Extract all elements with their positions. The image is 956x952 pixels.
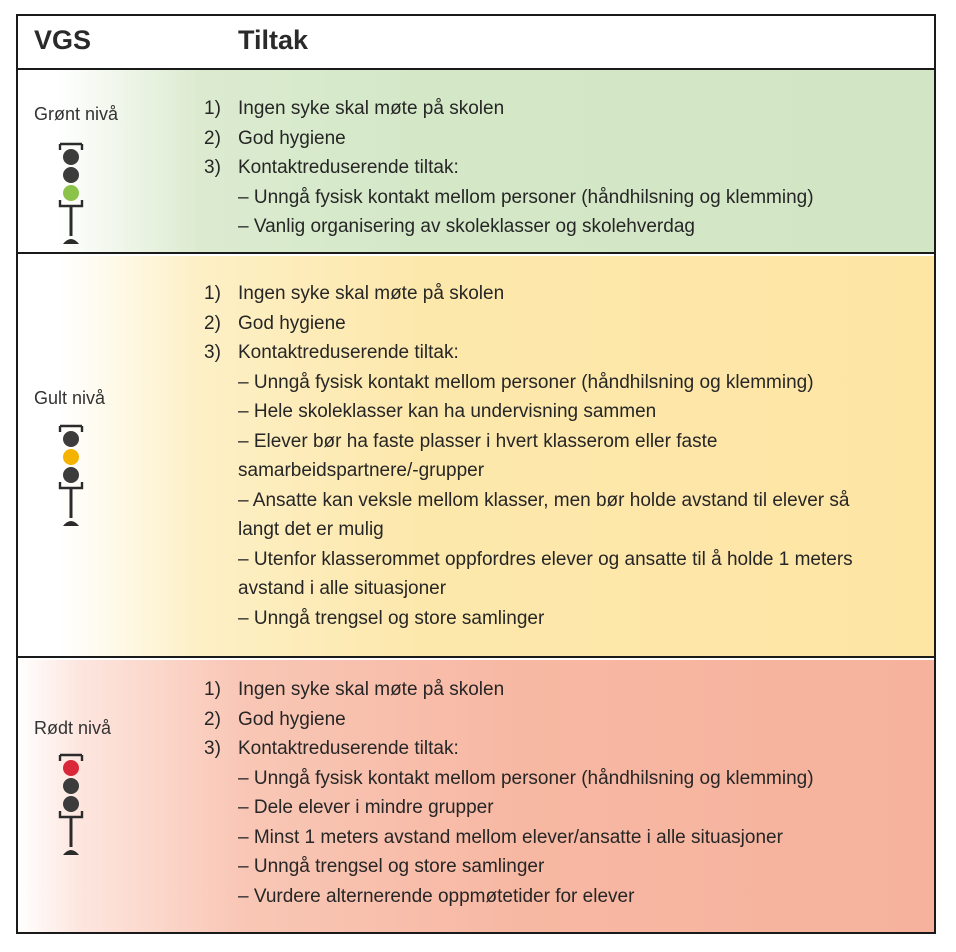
sub-item: – Elever bør ha faste plasser i hvert kl…	[238, 430, 718, 482]
list-item: 1)Ingen syke skal møte på skolen	[204, 283, 505, 304]
level-label-green: Grønt nivå	[34, 104, 119, 124]
level-label-yellow: Gult nivå	[34, 388, 106, 408]
row-yellow-level: Gult nivå 1)Ingen syke skal møte på skol…	[18, 256, 934, 658]
sub-item: – Vanlig organisering av skoleklasser og…	[238, 216, 695, 237]
traffic-light-yellow-icon	[58, 424, 84, 528]
light-bottom	[63, 467, 79, 483]
light-top	[63, 149, 79, 165]
table-header: VGS Tiltak	[18, 16, 934, 70]
sub-item: – Unngå trengsel og store samlinger	[238, 607, 545, 629]
row-green-level: Grønt nivå 1)Ingen syke skal møte på sko…	[18, 70, 934, 254]
list-item: 1)Ingen syke skal møte på skolen	[204, 679, 505, 700]
list-item: 2)God hygiene	[204, 708, 346, 730]
list-item: 3)Kontaktreduserende tiltak:	[204, 342, 459, 363]
sub-item: – Vurdere alternerende oppmøtetider for …	[238, 885, 635, 907]
measures-list-green: 1)Ingen syke skal møte på skolen 2)God h…	[204, 94, 814, 242]
light-middle-active	[63, 449, 79, 465]
list-item: 2)God hygiene	[204, 312, 346, 334]
sub-item: – Utenfor klasserommet oppfordres elever…	[238, 548, 853, 600]
sub-item: – Unngå trengsel og store samlinger	[238, 856, 545, 877]
sub-item: – Ansatte kan veksle mellom klasser, men…	[238, 489, 850, 541]
light-top	[63, 431, 79, 447]
level-label-red: Rødt nivå	[34, 718, 112, 738]
header-tiltak: Tiltak	[238, 25, 309, 55]
sub-item: – Hele skoleklasser kan ha undervisning …	[238, 401, 657, 422]
sub-item: – Unngå fysisk kontakt mellom personer (…	[238, 767, 814, 789]
header-vgs: VGS	[34, 25, 92, 55]
measures-list-yellow: 1)Ingen syke skal møte på skolen 2)God h…	[204, 279, 878, 633]
light-middle	[63, 167, 79, 183]
list-item: 2)God hygiene	[204, 127, 346, 149]
traffic-light-green-icon	[58, 142, 84, 246]
light-bottom-active	[63, 185, 79, 201]
list-item: 3)Kontaktreduserende tiltak:	[204, 738, 459, 759]
light-middle	[63, 778, 79, 794]
light-bottom	[63, 796, 79, 812]
measures-table: VGS Tiltak Grønt nivå 1)Ingen syke skal …	[16, 14, 936, 934]
sub-item: – Minst 1 meters avstand mellom elever/a…	[238, 826, 783, 848]
sub-item: – Dele elever i mindre grupper	[238, 797, 494, 818]
measures-list-red: 1)Ingen syke skal møte på skolen 2)God h…	[204, 675, 814, 911]
list-item: 3)Kontaktreduserende tiltak:	[204, 157, 459, 178]
sub-item: – Unngå fysisk kontakt mellom personer (…	[238, 371, 814, 393]
traffic-light-red-icon	[58, 753, 84, 857]
row-red-level: Rødt nivå 1)Ingen syke skal møte på skol…	[18, 660, 934, 932]
sub-item: – Unngå fysisk kontakt mellom personer (…	[238, 186, 814, 208]
list-item: 1)Ingen syke skal møte på skolen	[204, 98, 505, 119]
light-top-active	[63, 760, 79, 776]
